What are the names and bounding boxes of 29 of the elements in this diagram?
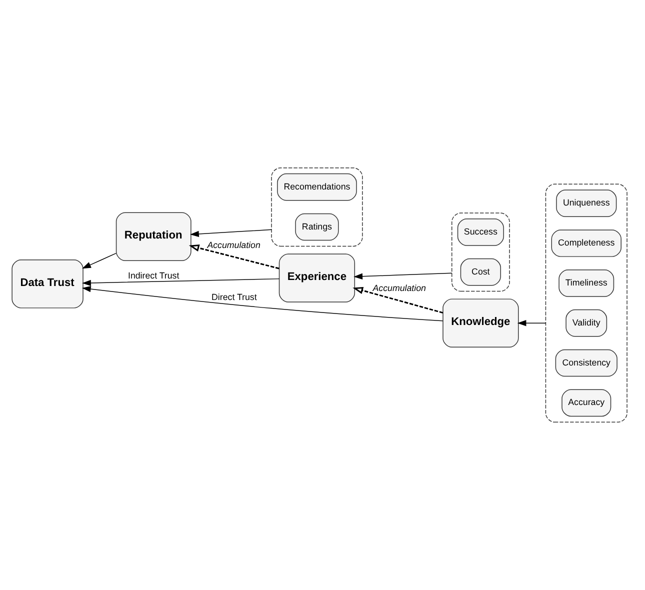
cluster [451, 212, 510, 292]
arrow [82, 286, 444, 322]
arrow [352, 287, 444, 314]
node-box: Consistency [555, 349, 618, 377]
node-box: Cost [460, 258, 501, 286]
node-box: Validity [566, 309, 608, 337]
node-box: Ratings [295, 213, 339, 241]
node-box: Knowledge [442, 298, 519, 348]
node-box: Reputation [116, 212, 192, 261]
cluster [545, 184, 628, 422]
arrow [188, 244, 280, 270]
arrow [82, 252, 116, 269]
node-box: Experience [278, 254, 356, 302]
arrow [354, 272, 452, 280]
cluster [271, 168, 363, 247]
node-box: Data Trust [12, 260, 84, 308]
node-box: Accuracy [562, 389, 612, 417]
node-box: Recomendations [277, 173, 357, 201]
arrow [517, 320, 546, 326]
node-box: Success [457, 218, 504, 246]
edge-label: Accumulation [207, 240, 260, 250]
node-box: Uniqueness [556, 190, 617, 218]
arrow [82, 278, 280, 286]
arrow [190, 229, 272, 238]
edge-label: Accumulation [372, 283, 426, 294]
node-box: Completeness [551, 230, 622, 257]
edge-label: Direct Trust [212, 292, 257, 302]
node-box: Timeliness [558, 270, 614, 297]
edge-label: Indirect Trust [128, 270, 180, 280]
